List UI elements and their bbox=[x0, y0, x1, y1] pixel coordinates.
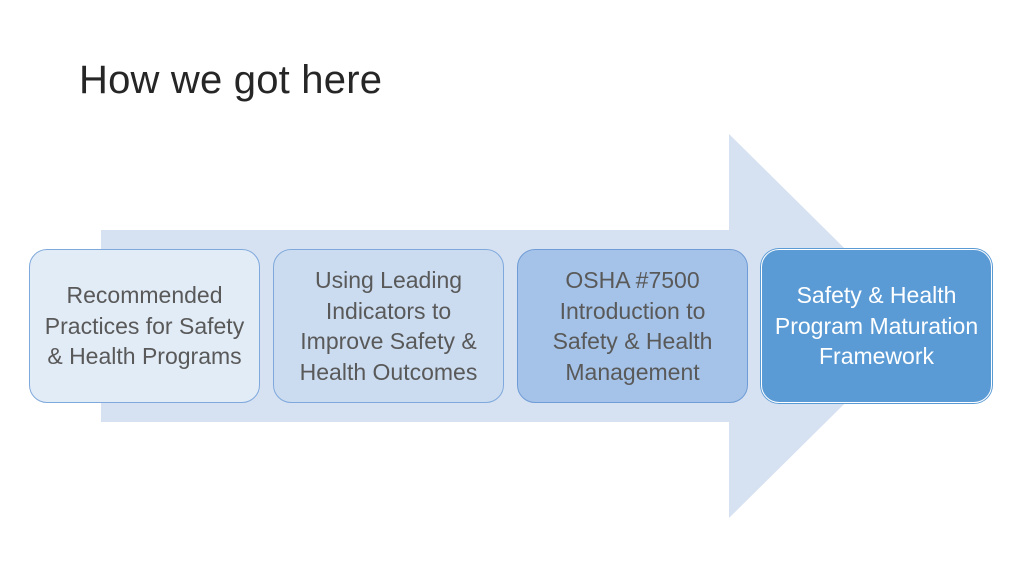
step-box-maturation-framework: Safety & Health Program Maturation Frame… bbox=[761, 249, 992, 403]
arrow-shape bbox=[101, 134, 923, 518]
step-box-recommended-practices: Recommended Practices for Safety & Healt… bbox=[29, 249, 260, 403]
step-label: OSHA #7500 Introduction to Safety & Heal… bbox=[552, 267, 713, 385]
step-label: Safety & Health Program Maturation Frame… bbox=[774, 282, 979, 370]
step-box-osha-7500: OSHA #7500 Introduction to Safety & Heal… bbox=[517, 249, 748, 403]
step-label: Recommended Practices for Safety & Healt… bbox=[44, 282, 245, 370]
slide-title: How we got here bbox=[79, 58, 383, 102]
step-box-leading-indicators: Using Leading Indicators to Improve Safe… bbox=[273, 249, 504, 403]
step-label: Using Leading Indicators to Improve Safe… bbox=[299, 267, 478, 385]
